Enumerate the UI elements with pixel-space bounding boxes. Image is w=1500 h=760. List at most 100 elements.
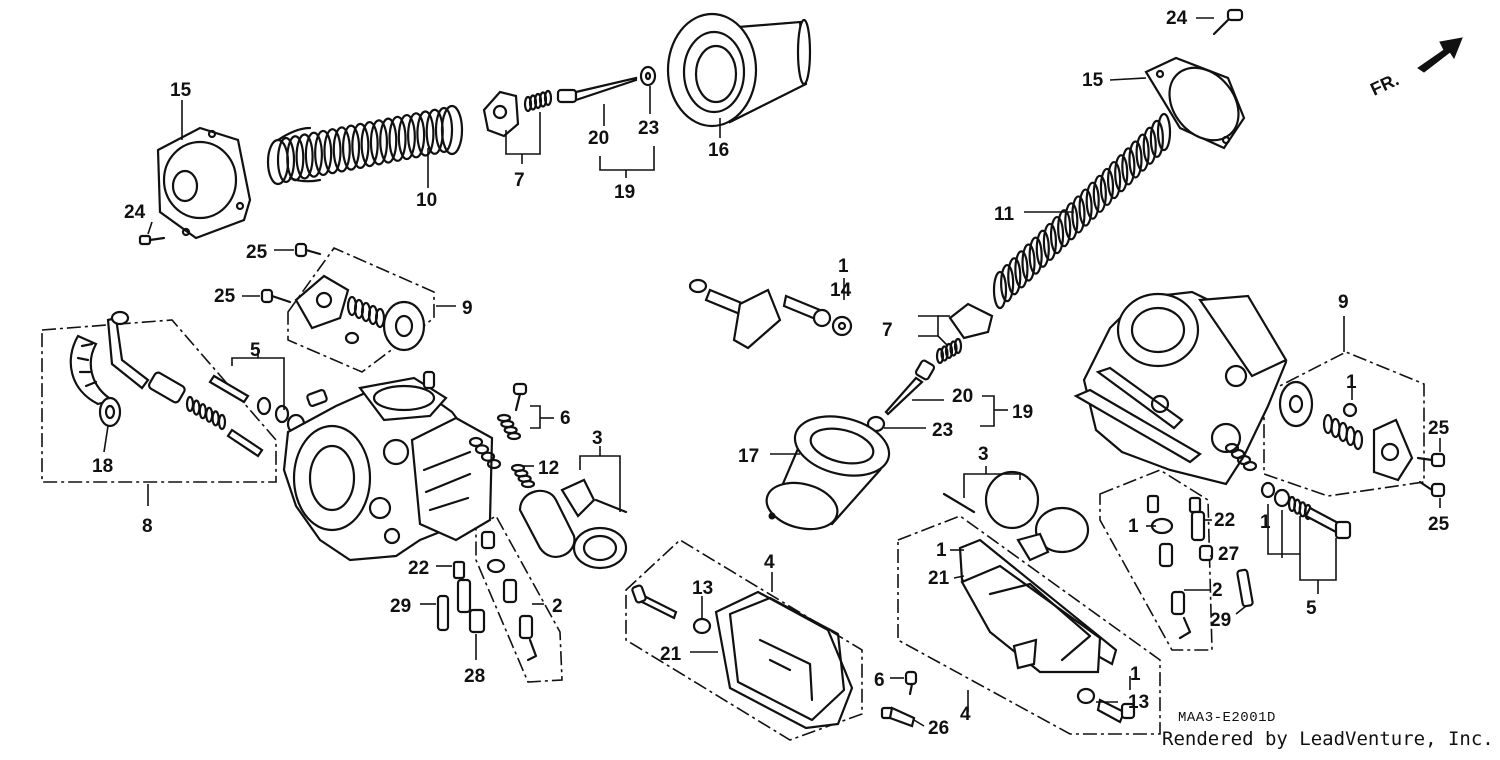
screw-4-bowl-left	[631, 584, 678, 620]
o-ring-1-right	[1342, 402, 1358, 418]
callout-27: 27	[1218, 544, 1239, 565]
spring-coil	[434, 106, 454, 154]
spring-coil	[1071, 195, 1086, 234]
spring-coil	[949, 340, 958, 357]
diaphragm-16	[666, 12, 812, 128]
needle-holder-7-top	[482, 89, 553, 138]
callout-29-left: 29	[390, 596, 411, 617]
spring-coil	[1078, 188, 1093, 227]
group-outline-4-left	[625, 539, 863, 741]
spring-coil	[1142, 126, 1157, 165]
spring-coil	[480, 451, 496, 462]
fuel-pipe-tube	[106, 310, 150, 390]
screw-25-a	[294, 242, 322, 258]
callout-14: 14	[830, 280, 852, 301]
callout-25-c: 25	[1428, 418, 1450, 439]
float-bowl-right	[958, 538, 1118, 674]
render-credit: Rendered by LeadVenture, Inc.	[1162, 728, 1494, 750]
callout-1-mid: 1	[838, 256, 849, 277]
top-cover-right	[1144, 56, 1246, 150]
spring-coil	[1042, 222, 1058, 262]
callout-19-right: 19	[1012, 402, 1033, 423]
callout-9-left: 9	[462, 298, 473, 319]
callout-21-right: 21	[928, 568, 950, 589]
carburetor-body-right	[1073, 290, 1288, 486]
pump-diaphragm-right	[1278, 380, 1314, 428]
spring-coil	[944, 342, 954, 360]
spring-coil	[286, 135, 305, 182]
spring-coil	[1014, 250, 1029, 289]
float-3-right	[984, 470, 1090, 562]
spring-coil	[360, 121, 379, 168]
front-direction-arrow: FR.	[1367, 37, 1463, 100]
spring-coil	[1092, 174, 1107, 213]
callout-1-right-a: 1	[1346, 372, 1357, 393]
callout-17: 17	[738, 446, 759, 467]
spring-coil	[1064, 202, 1079, 241]
hose-18	[69, 334, 122, 428]
callout-22-right: 22	[1214, 510, 1235, 531]
part-27	[1198, 544, 1214, 562]
float-bowl-left	[714, 590, 854, 730]
callout-3-right: 3	[978, 444, 989, 465]
o-ring-13-left	[692, 617, 712, 635]
callout-2-left: 2	[552, 596, 563, 617]
callout-16: 16	[708, 140, 729, 161]
callout-13-right: 13	[1128, 692, 1149, 713]
spring-coil	[1021, 243, 1036, 282]
spring-coil	[1352, 429, 1364, 451]
spring-coil	[205, 406, 214, 423]
callout-8: 8	[142, 516, 153, 537]
spring-coil	[276, 136, 296, 184]
spring-coil	[543, 89, 553, 107]
spring-coil	[341, 124, 361, 171]
spring-coil	[935, 347, 945, 365]
callout-25-b: 25	[214, 286, 236, 307]
accelerator-pump-cover	[294, 274, 350, 330]
spring-coil	[1242, 460, 1258, 472]
screw-6-low	[904, 670, 918, 696]
washer-14	[831, 315, 853, 337]
callout-10: 10	[416, 190, 437, 211]
callout-3-left: 3	[592, 428, 603, 449]
spring-coil	[1028, 236, 1043, 275]
callout-23-right: 23	[932, 420, 953, 441]
air-screw-5-left	[208, 374, 306, 435]
callout-26: 26	[928, 718, 949, 739]
callout-21-left: 21	[660, 644, 682, 665]
callout-20-right: 20	[952, 386, 973, 407]
pilot-jet-22-left	[452, 560, 472, 614]
group-outline-4-right	[897, 515, 1161, 735]
callout-1-bowl: 1	[1130, 664, 1141, 685]
callout-25-a: 25	[246, 242, 268, 263]
spring-coil	[351, 122, 370, 169]
float-pin-right	[942, 492, 976, 514]
callout-5-right: 5	[1306, 598, 1317, 619]
carburetor-body-left	[282, 370, 502, 562]
callout-20-top: 20	[588, 128, 609, 149]
callout-25-d: 25	[1428, 514, 1450, 535]
fuel-fitting	[148, 371, 227, 431]
spring-coil	[940, 345, 949, 362]
front-label: FR.	[1367, 69, 1402, 99]
group-outline-8	[41, 319, 277, 483]
spring-coil	[425, 108, 444, 155]
callout-1-float: 1	[936, 540, 947, 561]
air-screw-5-right	[1260, 481, 1352, 540]
spring-coil	[304, 131, 323, 178]
pump-diaphragm-left	[382, 300, 426, 352]
spring-coil	[953, 337, 963, 355]
spring-coil	[185, 395, 195, 413]
spring-coil	[1000, 264, 1015, 303]
float-3-left	[518, 478, 628, 570]
diagram-code: MAA3-E2001D	[1178, 710, 1276, 726]
callout-19-top: 19	[614, 182, 635, 203]
part-29-right	[1236, 568, 1254, 608]
drain-screw-right	[1096, 698, 1136, 724]
screw-24-right	[1212, 8, 1244, 36]
callouts: 15 24 10 7 20 23 19 16 25 25 9 18 8 5 6 …	[92, 8, 1450, 739]
callout-2-right: 2	[1212, 580, 1223, 601]
spring-coil	[323, 128, 342, 175]
spring-coil	[1007, 257, 1022, 296]
spring-coil	[388, 115, 407, 162]
